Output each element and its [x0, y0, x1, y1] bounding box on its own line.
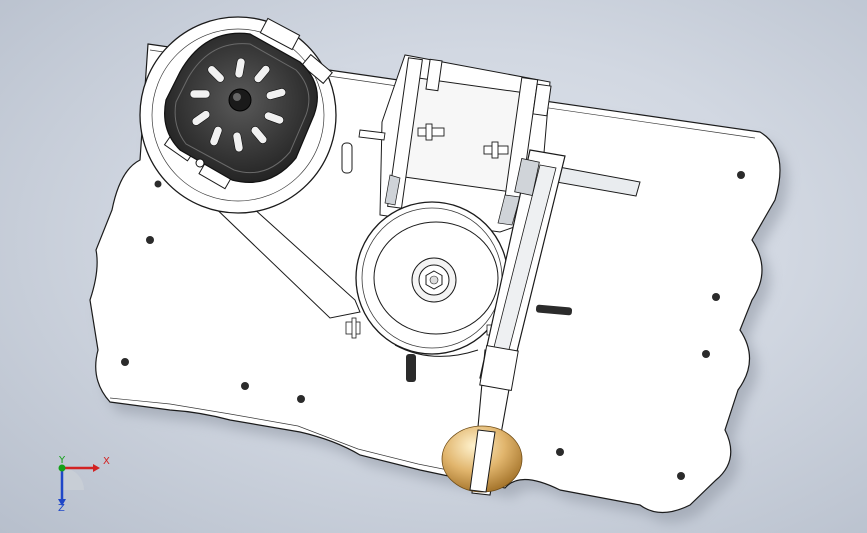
link-bracket	[479, 344, 519, 392]
linkage-arm[interactable]	[471, 149, 566, 496]
pulley-lower-lip	[394, 344, 479, 357]
fan-tab	[259, 17, 301, 51]
dark-rod	[535, 304, 573, 316]
hole	[241, 382, 249, 390]
z-axis-label: Z	[58, 503, 65, 514]
knob-stem	[469, 429, 496, 493]
hole	[702, 350, 710, 358]
hole	[121, 358, 129, 366]
bolt	[417, 123, 509, 159]
support-rod	[358, 129, 386, 141]
hole	[556, 448, 564, 456]
x-axis-label: X	[103, 456, 110, 467]
mounting-holes	[121, 171, 745, 480]
hole	[297, 395, 305, 403]
triad-graphic	[58, 464, 100, 506]
hole	[154, 180, 162, 188]
orientation-triad[interactable]	[44, 450, 114, 520]
fan-boss-inner	[151, 28, 325, 202]
fan-housing[interactable]	[139, 16, 361, 319]
fan-hub	[228, 88, 252, 112]
block-clamp	[425, 58, 443, 92]
fan-vents	[189, 57, 287, 153]
block-left-rail	[387, 57, 423, 209]
y-axis-label: Y	[59, 455, 66, 466]
fan-slot	[341, 142, 353, 174]
arm-block	[514, 158, 540, 196]
dark-rod	[406, 354, 416, 382]
bearing-block[interactable]	[358, 54, 552, 233]
block-clamp	[532, 83, 552, 117]
fan-screw	[195, 158, 205, 168]
hole	[712, 293, 720, 301]
pulley[interactable]	[355, 201, 509, 357]
fan-tab	[301, 53, 333, 85]
handle-knob[interactable]	[441, 425, 523, 493]
hole	[737, 171, 745, 179]
hex-socket-center	[429, 275, 439, 285]
hole	[146, 236, 154, 244]
block-shading	[384, 174, 521, 226]
fan-cover-rim	[174, 43, 310, 174]
hole	[677, 472, 685, 480]
fan-hub-highlight	[233, 93, 241, 101]
